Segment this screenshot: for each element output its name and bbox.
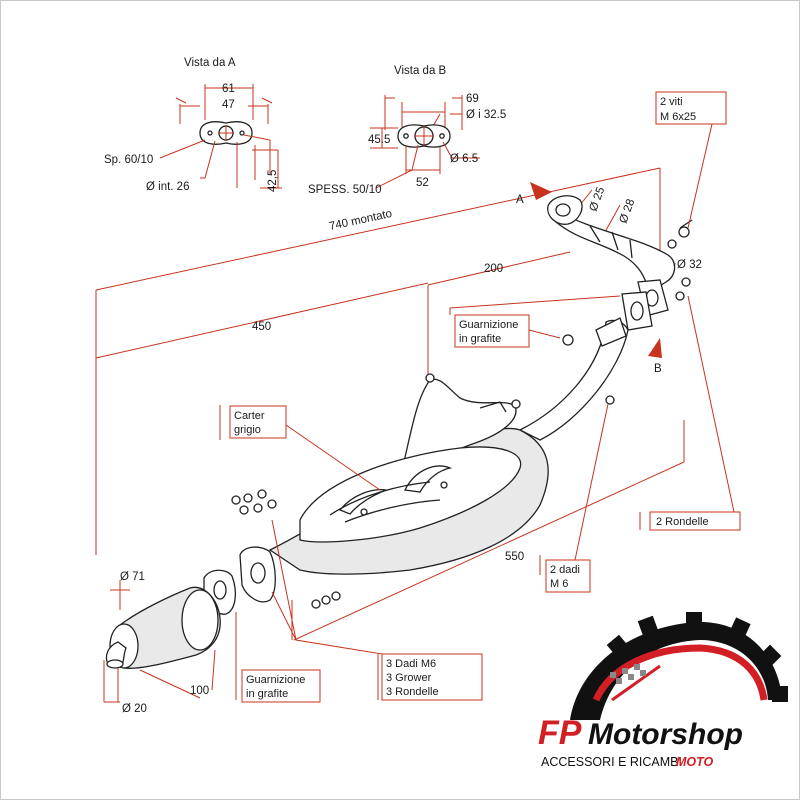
header-pipe — [555, 211, 676, 293]
callout-viti-line1: 2 viti — [660, 96, 683, 108]
dim-o71: Ø 71 — [120, 571, 145, 583]
view-a-61: 61 — [222, 83, 235, 95]
view-a-int: Ø int. 26 — [146, 181, 189, 193]
exhaust-parts — [105, 195, 693, 669]
logo-tagline: ACCESSORI E RICAMBI — [541, 755, 682, 769]
callout-rondelle-text: 2 Rondelle — [656, 516, 709, 528]
logo-fp: FP — [538, 714, 582, 752]
callout-rondelle — [649, 511, 741, 531]
logo-tagline-moto: MOTO — [676, 755, 714, 769]
view-a-47: 47 — [222, 99, 235, 111]
dim-o28: Ø 28 — [618, 197, 638, 225]
marker-b-arrow — [648, 338, 662, 358]
marker-a: A — [516, 194, 524, 206]
view-b-65: Ø 6.5 — [450, 153, 478, 165]
callout-viti — [655, 91, 727, 125]
callout-guarn-bottom-line1: Guarnizione — [246, 674, 305, 686]
callout-guarn-top-line2: in grafite — [459, 333, 501, 345]
callout-carter-line1: Carter — [234, 410, 265, 422]
callout-dadi — [545, 559, 591, 593]
rear-flange — [239, 546, 276, 603]
mid-gasket — [621, 291, 653, 331]
callout-guarn-top — [454, 314, 530, 348]
view-b-title: Vista da B — [394, 65, 447, 77]
dim-total: 740 montato — [328, 208, 393, 233]
marker-a-arrow — [530, 182, 552, 200]
callout-carter — [229, 405, 287, 439]
callout-guarn-top-line1: Guarnizione — [459, 319, 518, 331]
callout-dadi-line1: 2 dadi — [550, 564, 580, 576]
marker-b: B — [654, 363, 662, 375]
view-b-52: 52 — [416, 177, 429, 189]
callouts: 2 viti M 6x25 Guarnizione in grafite Car… — [219, 91, 741, 703]
callout-dadi-line2: M 6 — [550, 578, 568, 590]
callout-kit-line3: 3 Rondelle — [386, 686, 439, 698]
callout-viti-line2: M 6x25 — [660, 111, 696, 123]
dim-550: 550 — [505, 551, 524, 563]
view-markers: A B — [516, 182, 662, 375]
view-b-69: 69 — [466, 93, 479, 105]
fp-motorshop-logo: FP Motorshop ACCESSORI E RICAMBI MOTO — [538, 612, 788, 769]
down-pipe — [518, 319, 629, 441]
dim-o20: Ø 20 — [122, 703, 147, 715]
dim-o32: Ø 32 — [677, 259, 702, 271]
callout-kit — [381, 653, 483, 701]
fasteners — [231, 219, 693, 609]
callout-guarn-bottom-line2: in grafite — [246, 688, 288, 700]
callout-kit-line1: 3 Dadi M6 — [386, 658, 436, 670]
view-a-sp: Sp. 60/10 — [104, 154, 153, 166]
dim-100: 100 — [190, 685, 209, 697]
dim-450: 450 — [252, 321, 271, 333]
view-b-spess: SPESS. 50/10 — [308, 184, 382, 196]
view-a-height: 42,5 — [267, 170, 279, 192]
callout-guarn-bottom — [241, 669, 321, 703]
logo-motorshop: Motorshop — [588, 718, 743, 751]
dim-o25: Ø 25 — [588, 185, 608, 213]
view-a-title: Vista da A — [184, 57, 236, 69]
dim-200: 200 — [484, 263, 503, 275]
view-a: Vista da A 61 47 Sp. 60/10 Ø int. 26 42,… — [104, 57, 282, 193]
view-b-di: Ø i 32.5 — [466, 109, 506, 121]
checkered-flag — [610, 664, 646, 684]
view-b-45: 45.5 — [368, 134, 390, 146]
callout-carter-line2: grigio — [234, 424, 261, 436]
view-b: Vista da B 69 Ø i 32.5 45.5 SPESS. 50/10… — [308, 65, 506, 196]
callout-kit-line2: 3 Grower — [386, 672, 432, 684]
